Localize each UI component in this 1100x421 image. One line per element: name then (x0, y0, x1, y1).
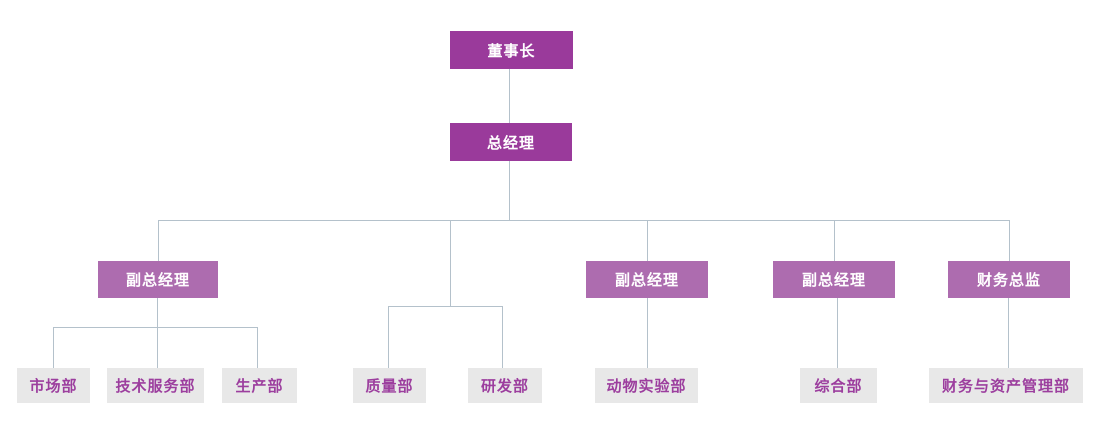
org-node-production-dept: 生产部 (222, 368, 297, 403)
org-node-tech-service-dept: 技术服务部 (107, 368, 204, 403)
connector-line (509, 161, 510, 220)
connector-line (157, 327, 158, 368)
org-node-general-affairs-dept: 综合部 (800, 368, 877, 403)
connector-line (502, 306, 503, 368)
org-node-deputy-gm-2: 副总经理 (586, 261, 708, 298)
org-node-finance-director: 财务总监 (948, 261, 1070, 298)
connector-line (157, 298, 158, 327)
connector-line (257, 327, 258, 368)
org-node-general-manager: 总经理 (450, 123, 572, 161)
org-node-deputy-gm-3: 副总经理 (773, 261, 895, 298)
connector-line (53, 327, 54, 368)
connector-line (509, 69, 510, 123)
connector-line (834, 220, 835, 261)
org-node-chairman: 董事长 (450, 31, 573, 69)
org-node-quality-dept: 质量部 (353, 368, 426, 403)
org-node-deputy-gm-1: 副总经理 (98, 261, 218, 298)
connector-line (1009, 220, 1010, 261)
connector-line (53, 327, 257, 328)
connector-line (647, 298, 648, 368)
connector-line (158, 220, 1010, 221)
connector-line (647, 220, 648, 261)
org-node-animal-lab-dept: 动物实验部 (595, 368, 698, 403)
connector-line (388, 306, 502, 307)
connector-line (388, 306, 389, 368)
org-node-marketing-dept: 市场部 (17, 368, 90, 403)
connector-line (450, 220, 451, 306)
connector-line (837, 298, 838, 368)
org-node-rd-dept: 研发部 (468, 368, 542, 403)
org-node-finance-asset-dept: 财务与资产管理部 (929, 368, 1083, 403)
connector-line (158, 220, 159, 261)
connector-line (1008, 298, 1009, 368)
